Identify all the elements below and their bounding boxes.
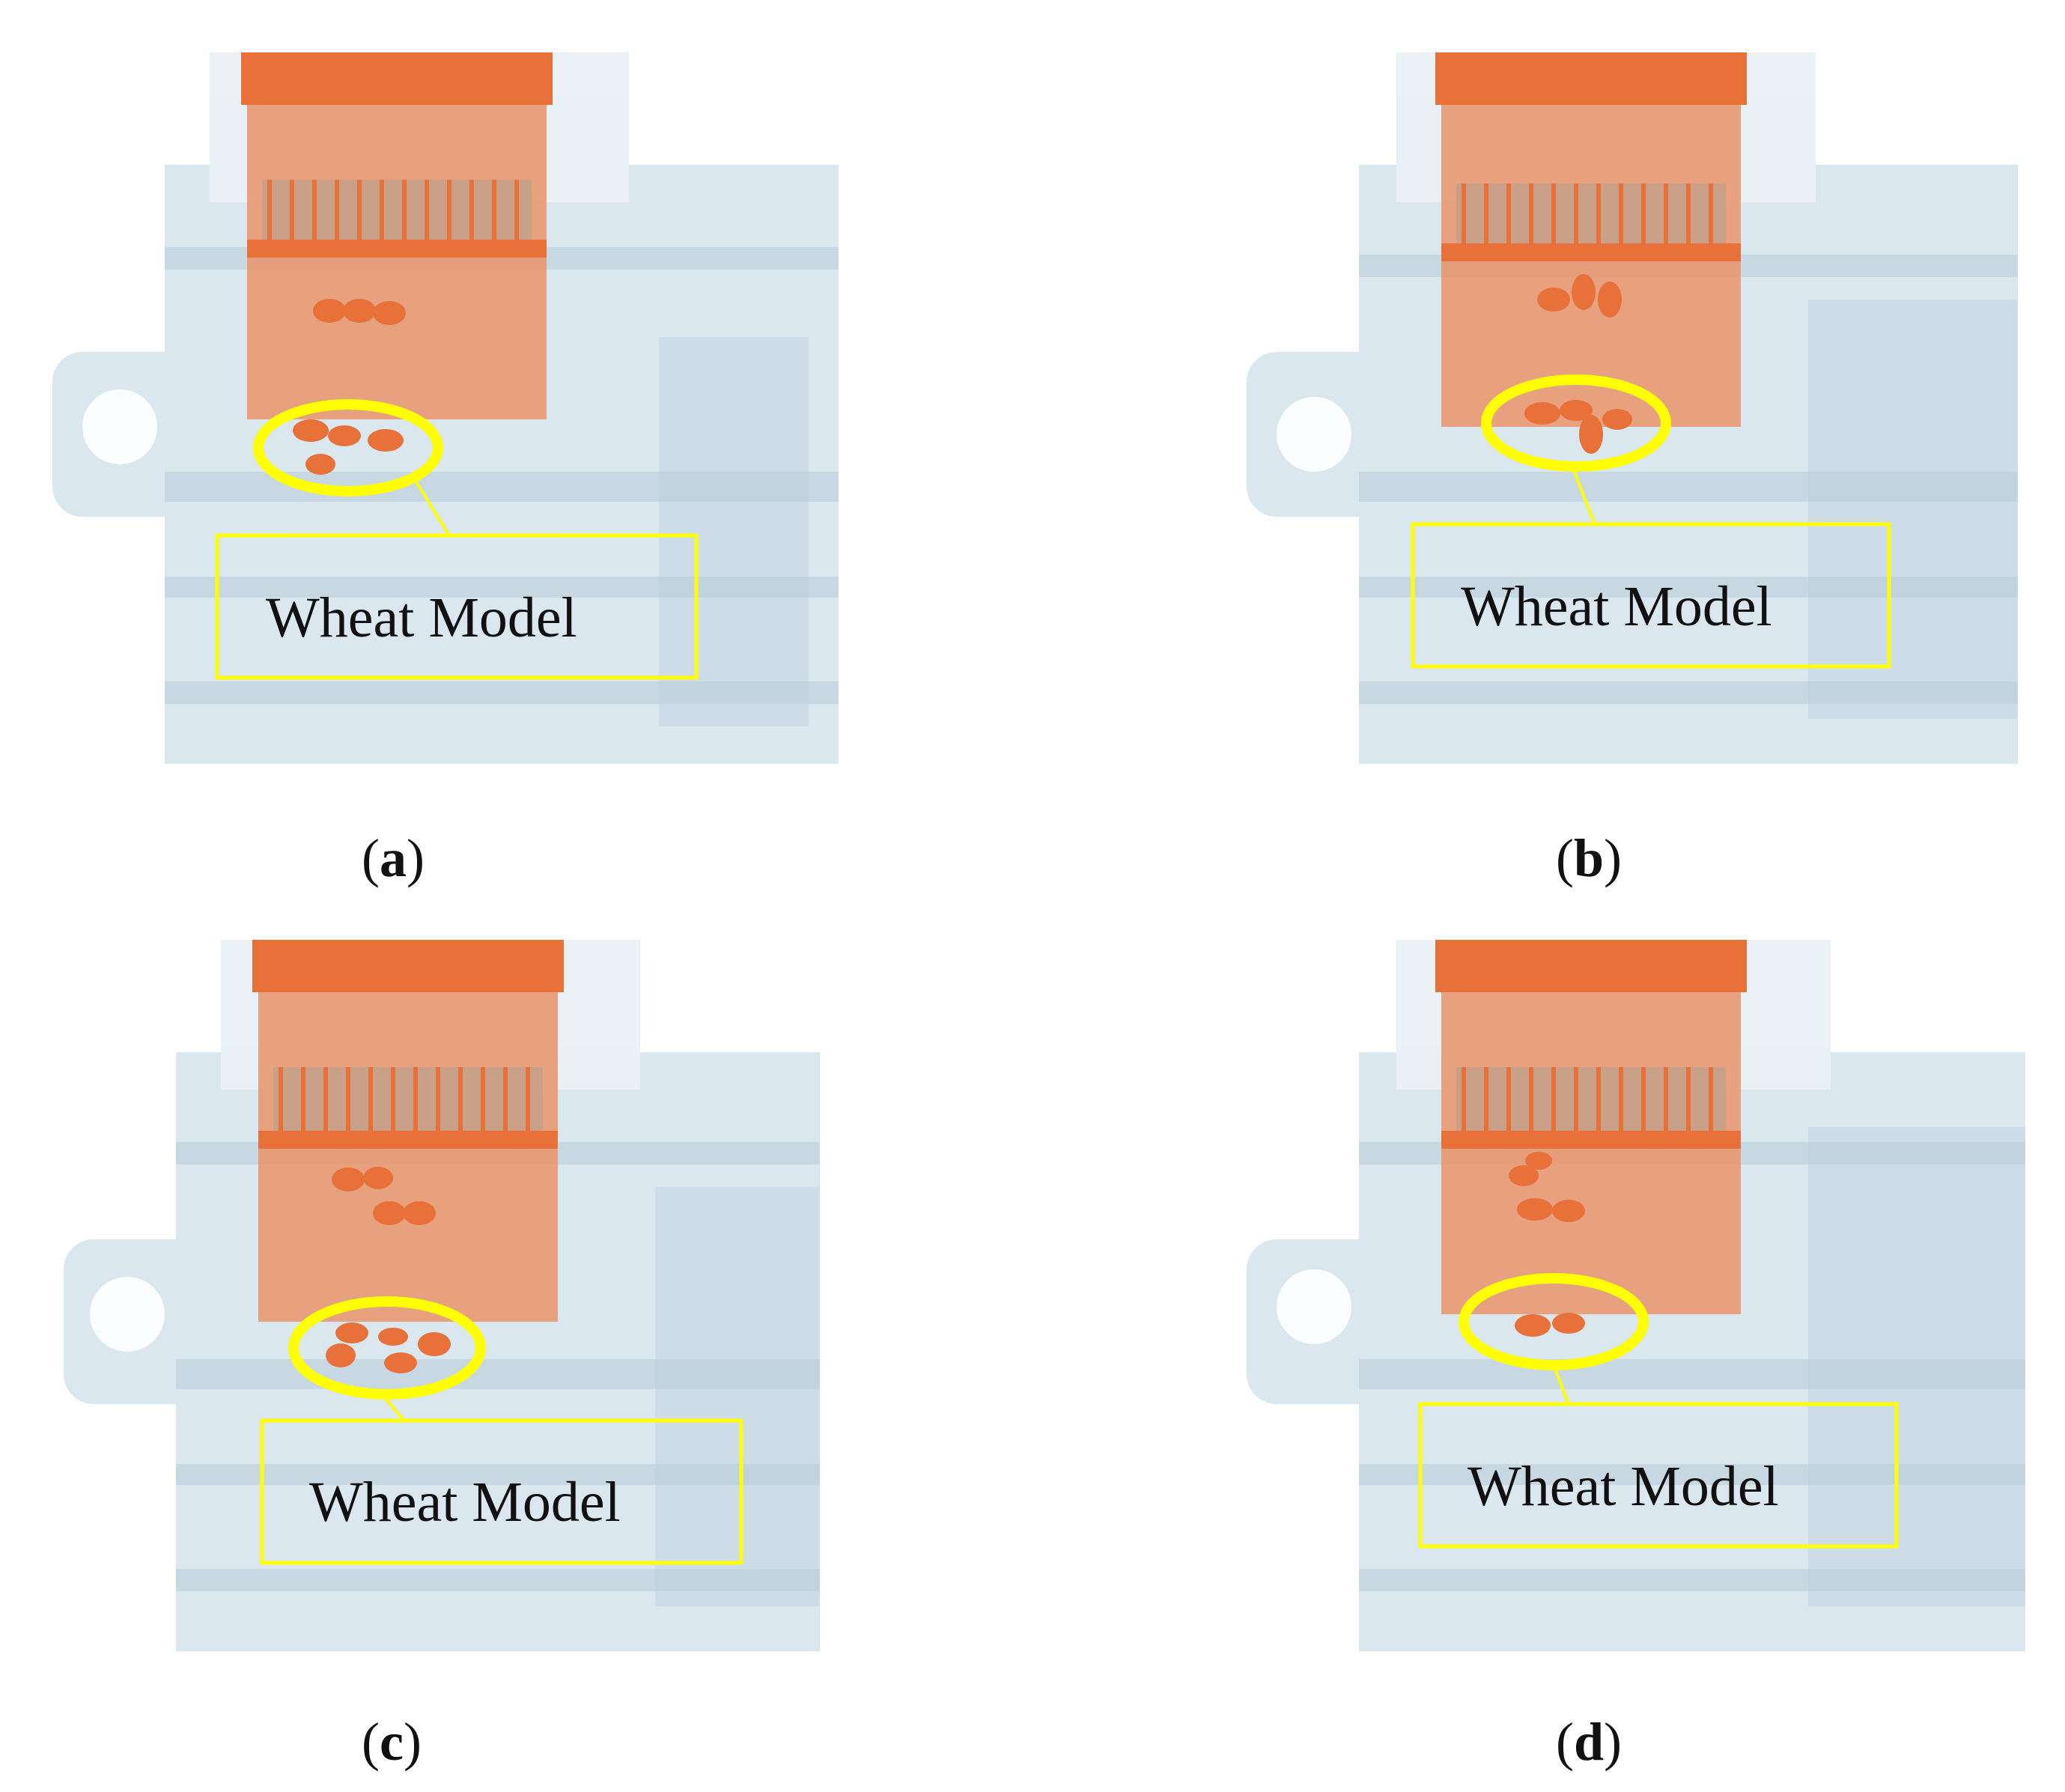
panel-b: Wheat Model — [1239, 52, 2033, 801]
grain-box-top-a — [241, 52, 553, 105]
comb-a — [262, 180, 532, 240]
wheat-grains-c — [326, 1167, 451, 1373]
caption-b: (b) — [1556, 828, 1622, 888]
callout-label-b: Wheat Model — [1461, 575, 1772, 638]
grain-band-b — [1441, 243, 1741, 261]
leader-line-b — [1571, 466, 1596, 525]
highlight-ellipse-b — [1481, 374, 1671, 472]
panel-a: Wheat Model — [45, 52, 839, 801]
leader-line-d — [1552, 1364, 1570, 1405]
mount-hole-d — [1277, 1269, 1351, 1344]
comb-c — [273, 1067, 543, 1131]
caption-letter-c: c — [379, 1712, 404, 1772]
grain-band-a — [247, 240, 547, 258]
callout-label-a: Wheat Model — [266, 586, 577, 649]
seed-meter-simulation-d — [1247, 940, 2025, 1651]
comb-b — [1456, 183, 1726, 243]
mount-hole-b — [1277, 397, 1351, 472]
leader-line-a — [414, 479, 451, 537]
callout-label-c: Wheat Model — [309, 1471, 621, 1534]
seed-meter-simulation-c — [64, 940, 820, 1651]
panel-d: Wheat Model — [1239, 940, 2033, 1689]
panel-c: Wheat Model — [56, 940, 850, 1689]
callout-box-a — [215, 533, 699, 680]
callout-box-b — [1411, 522, 1891, 669]
highlight-ellipse-a — [253, 399, 443, 496]
caption-letter-d: d — [1573, 1712, 1605, 1772]
comb-teeth-a — [267, 180, 519, 240]
wheat-grains-d — [1509, 1152, 1585, 1337]
callout-box-c — [260, 1418, 743, 1565]
wheat-grains-a — [293, 299, 406, 475]
comb-teeth-d — [1462, 1067, 1713, 1131]
comb-teeth-b — [1462, 183, 1713, 243]
mount-hole-a — [82, 389, 157, 464]
caption-a: (a) — [362, 828, 425, 888]
grain-band-c — [258, 1131, 558, 1149]
grain-band-d — [1441, 1131, 1741, 1149]
callout-box-d — [1418, 1402, 1899, 1549]
wheat-grains-b — [1524, 274, 1632, 454]
seed-meter-simulation-b — [1247, 52, 2018, 764]
callout-label-d: Wheat Model — [1468, 1455, 1779, 1518]
comb-teeth-c — [279, 1067, 530, 1131]
comb-d — [1456, 1067, 1726, 1131]
grain-box-top-b — [1435, 52, 1747, 105]
caption-c: (c) — [362, 1712, 422, 1772]
grain-box-top-d — [1435, 940, 1747, 992]
caption-d: (d) — [1556, 1712, 1622, 1772]
caption-letter-a: a — [379, 828, 407, 888]
mount-hole-c — [90, 1277, 165, 1352]
grain-box-top-c — [252, 940, 564, 992]
leader-line-c — [380, 1393, 406, 1422]
caption-letter-b: b — [1573, 828, 1605, 888]
seed-meter-simulation-a — [52, 52, 839, 764]
highlight-ellipse-c — [288, 1296, 486, 1400]
